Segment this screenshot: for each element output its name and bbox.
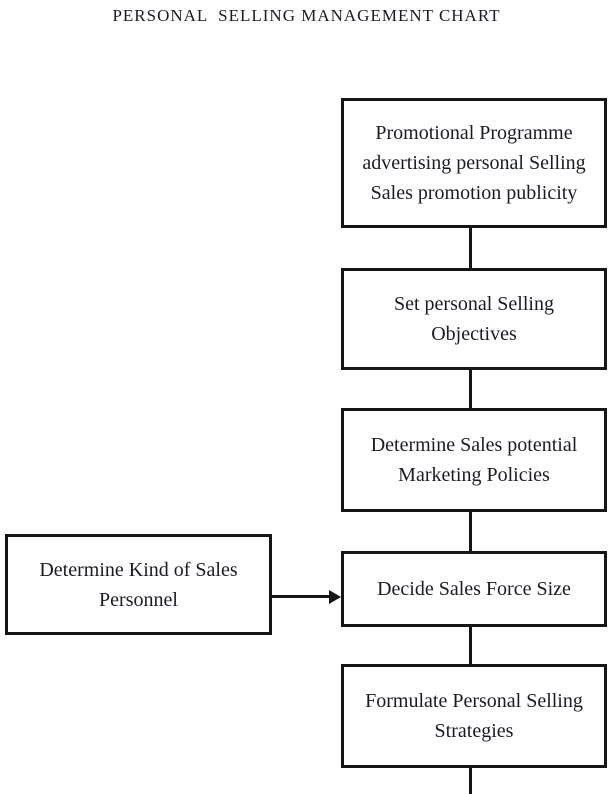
connector-strategies-to-next (469, 768, 472, 794)
flow-box-label: Set personal Selling Objectives (394, 293, 554, 345)
flow-box-set-selling-objectives: Set personal Selling Objectives (341, 268, 607, 370)
flow-box-determine-kind-of-sales-personnel: Determine Kind of Sales Personnel (5, 534, 272, 635)
arrowhead-right-icon (329, 590, 341, 604)
flow-box-decide-sales-force-size: Decide Sales Force Size (341, 551, 607, 627)
connector-force-size-to-strategies (469, 627, 472, 664)
arrow-line-personnel-to-force-size (272, 595, 331, 598)
connector-potential-to-force-size (469, 512, 472, 551)
flow-box-label: Promotional Programme advertising person… (362, 122, 586, 204)
flow-box-promotional-programme: Promotional Programme advertising person… (341, 98, 607, 228)
page-title: PERSONAL SELLING MANAGEMENT CHART (112, 6, 501, 25)
connector-objectives-to-potential (469, 370, 472, 408)
flow-box-label: Formulate Personal Selling Strategies (365, 690, 583, 742)
flow-box-formulate-selling-strategies: Formulate Personal Selling Strategies (341, 664, 607, 768)
flow-box-label: Decide Sales Force Size (377, 578, 571, 600)
flow-box-determine-sales-potential: Determine Sales potential Marketing Poli… (341, 408, 607, 512)
flow-box-label: Determine Kind of Sales Personnel (39, 558, 238, 611)
connector-promotional-to-objectives (469, 228, 472, 268)
flow-box-label: Determine Sales potential Marketing Poli… (370, 434, 578, 486)
